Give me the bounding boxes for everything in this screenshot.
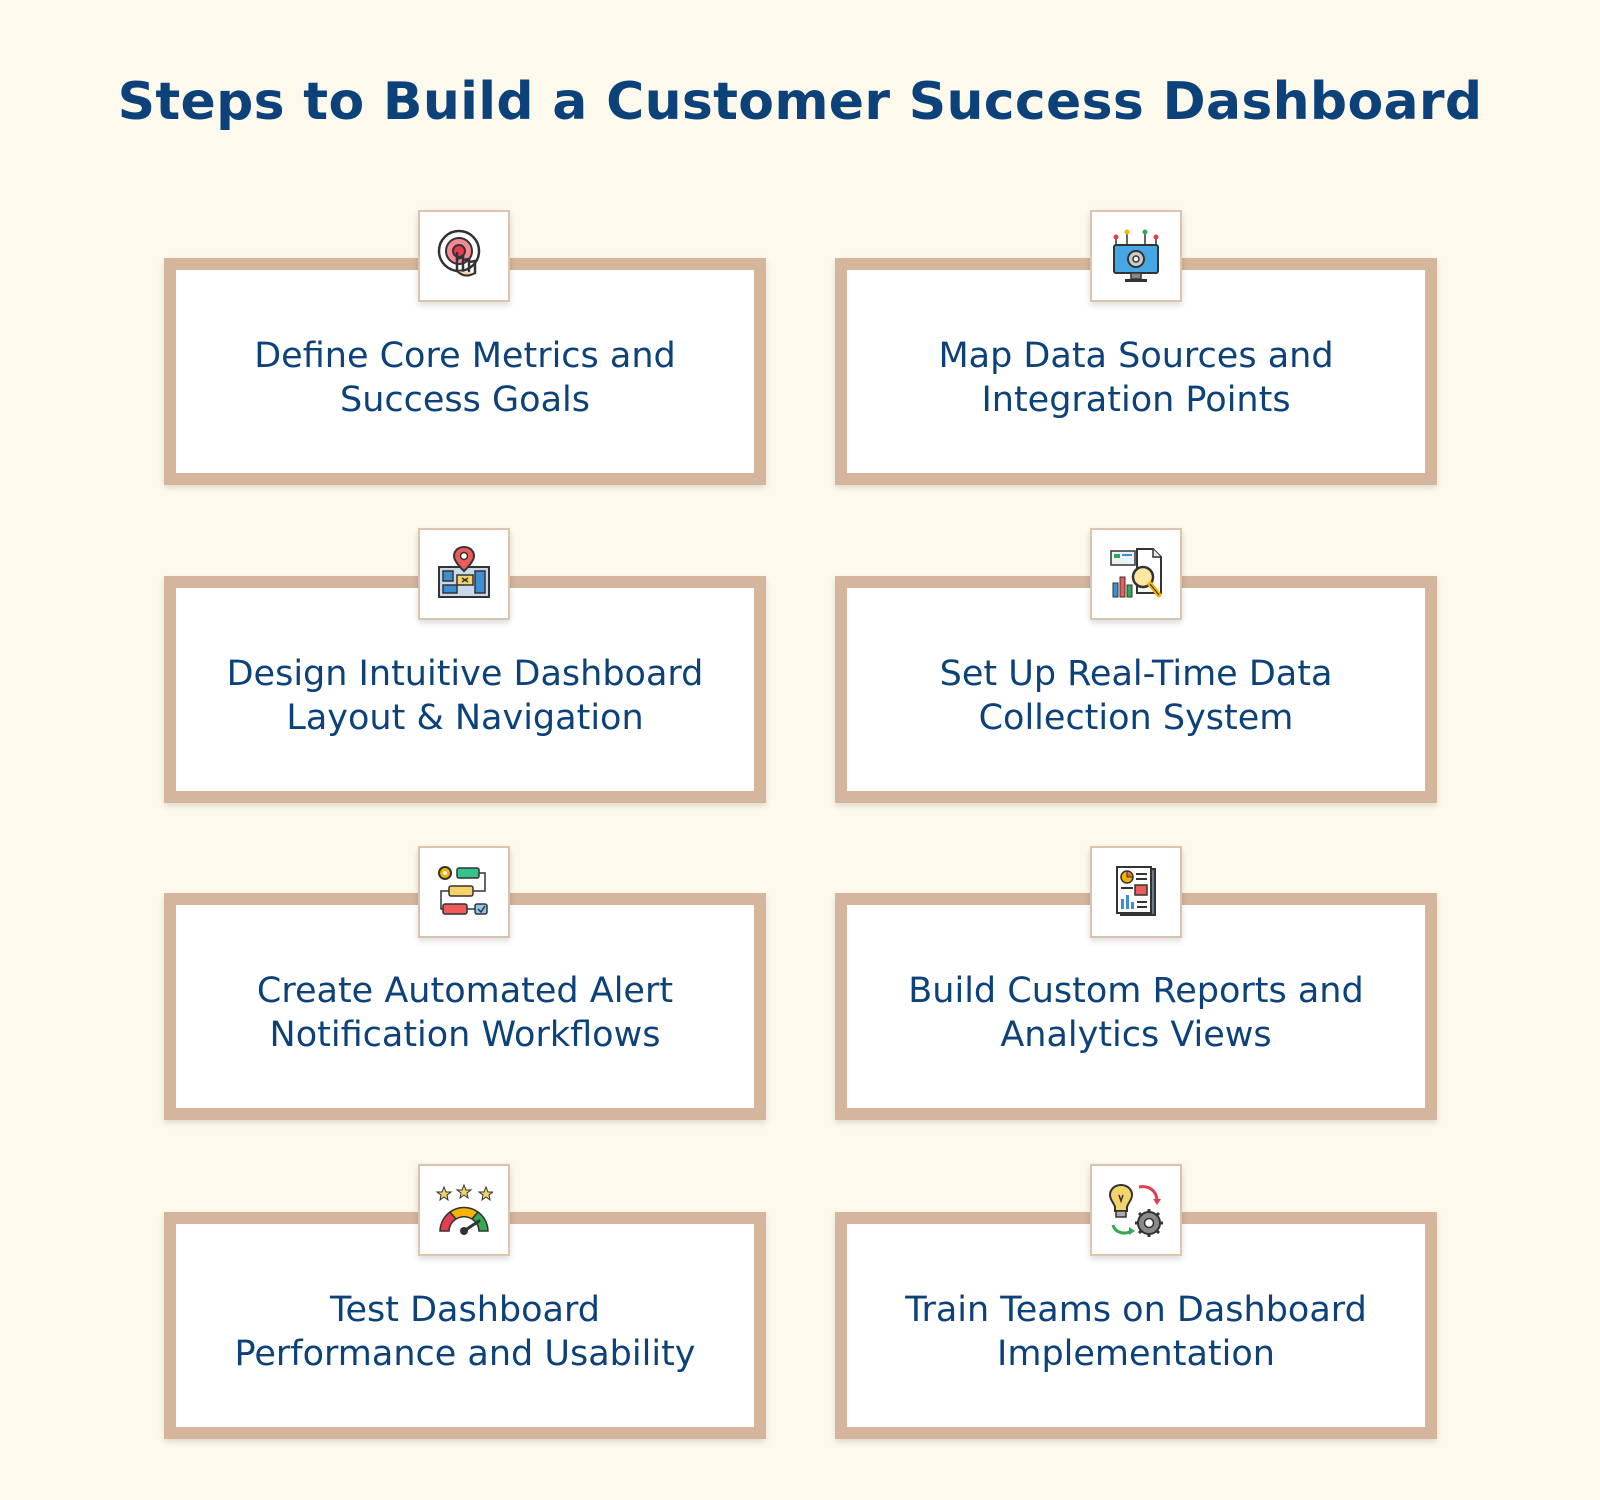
- step-7-text: Test Dashboard Performance and Usability: [234, 1290, 696, 1374]
- step-6-text: Build Custom Reports and Analytics Views: [908, 971, 1364, 1055]
- map-pin-layout-icon: [418, 528, 510, 620]
- rating-gauge-icon: [418, 1164, 510, 1256]
- step-4-text: Set Up Real-Time Data Collection System: [939, 654, 1333, 738]
- workflow-icon: [418, 846, 510, 938]
- step-2-text: Map Data Sources and Integration Points: [938, 336, 1334, 420]
- target-touch-icon: [418, 210, 510, 302]
- idea-gear-cycle-icon: [1090, 1164, 1182, 1256]
- step-card-6: Build Custom Reports and Analytics Views: [835, 893, 1437, 1120]
- step-5-text: Create Automated Alert Notification Work…: [256, 971, 674, 1055]
- report-document-icon: [1090, 846, 1182, 938]
- step-card-7: Test Dashboard Performance and Usability: [164, 1212, 766, 1439]
- monitor-gear-network-icon: [1090, 210, 1182, 302]
- step-3-text: Design Intuitive Dashboard Layout & Navi…: [226, 654, 704, 738]
- report-magnifier-icon: [1090, 528, 1182, 620]
- step-1-text: Define Core Metrics and Success Goals: [254, 336, 676, 420]
- page-title: Steps to Build a Customer Success Dashbo…: [117, 72, 1483, 132]
- step-8-text: Train Teams on Dashboard Implementation: [905, 1290, 1367, 1374]
